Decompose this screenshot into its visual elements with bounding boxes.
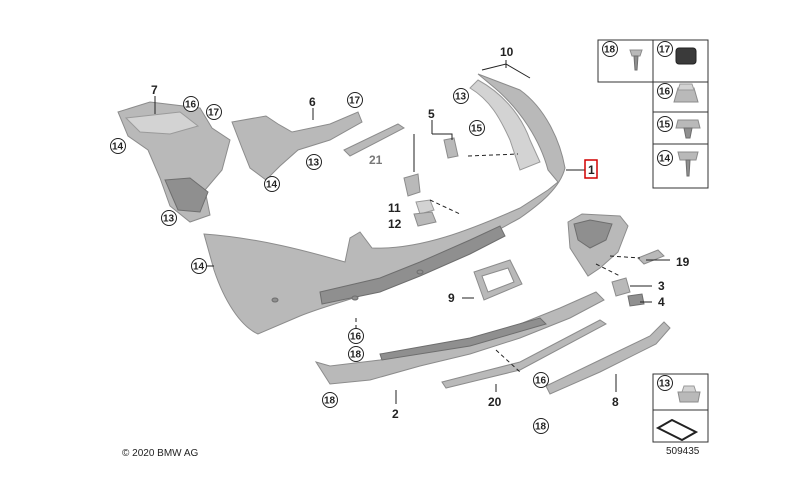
svg-text:13: 13 xyxy=(308,158,320,169)
callout-18a: 18 xyxy=(348,346,364,362)
svg-text:17: 17 xyxy=(349,96,361,107)
callout-16b: 16 xyxy=(348,328,364,344)
legend-18: 18 xyxy=(602,41,618,57)
callout-13b: 13 xyxy=(161,210,177,226)
svg-text:13: 13 xyxy=(659,379,671,390)
svg-text:18: 18 xyxy=(604,45,616,56)
label-1: 1 xyxy=(588,163,595,177)
small-parts-right xyxy=(611,249,665,307)
label-6: 6 xyxy=(309,95,316,109)
copyright-text: © 2020 BMW AG xyxy=(122,448,199,459)
svg-text:16: 16 xyxy=(350,332,362,343)
lower-trim xyxy=(314,291,605,385)
nut-13-icon xyxy=(677,385,701,403)
svg-text:14: 14 xyxy=(112,142,124,153)
strip-part: 21 xyxy=(343,123,405,167)
label-12: 12 xyxy=(388,217,402,231)
clip-16-icon xyxy=(673,83,699,103)
lower-strip xyxy=(441,319,607,389)
svg-text:14: 14 xyxy=(193,262,205,273)
callout-18b: 18 xyxy=(322,392,338,408)
label-11: 11 xyxy=(388,201,401,215)
label-9: 9 xyxy=(448,291,455,305)
label-2: 2 xyxy=(392,407,399,421)
fastener-legend: 18 17 16 15 14 13 xyxy=(597,39,709,443)
svg-text:13: 13 xyxy=(455,92,467,103)
legend-16: 16 xyxy=(657,83,673,99)
svg-text:21: 21 xyxy=(369,153,383,167)
side-bracket xyxy=(231,111,363,181)
callout-16a: 16 xyxy=(183,96,199,112)
screw-18-icon xyxy=(629,49,643,71)
svg-text:17: 17 xyxy=(659,45,671,56)
number-labels: 10 7 6 5 11 12 19 3 4 9 2 20 8 xyxy=(151,45,690,421)
legend-13: 13 xyxy=(657,375,673,391)
svg-text:17: 17 xyxy=(208,108,220,119)
legend-14: 14 xyxy=(657,150,673,166)
svg-text:16: 16 xyxy=(659,87,671,98)
clip-parts xyxy=(403,137,459,227)
label-4: 4 xyxy=(658,295,665,309)
callout-14a: 14 xyxy=(110,138,126,154)
left-bracket xyxy=(117,101,231,223)
label-7: 7 xyxy=(151,83,158,97)
svg-text:15: 15 xyxy=(471,124,483,135)
svg-text:16: 16 xyxy=(535,376,547,387)
svg-text:18: 18 xyxy=(324,396,336,407)
callout-14b: 14 xyxy=(264,176,280,192)
svg-text:14: 14 xyxy=(266,180,278,191)
label-19: 19 xyxy=(676,255,690,269)
grommet-17-icon xyxy=(675,47,697,65)
screw-14-icon xyxy=(677,151,699,177)
label-10: 10 xyxy=(500,45,514,59)
diffuser xyxy=(567,213,629,277)
rear-bumper-cover xyxy=(203,73,566,335)
callout-17b: 17 xyxy=(347,92,363,108)
label-3: 3 xyxy=(658,279,665,293)
angle-symbol-icon xyxy=(655,418,699,442)
plate-mount xyxy=(473,259,523,301)
callout-16c: 16 xyxy=(533,372,549,388)
svg-text:18: 18 xyxy=(535,422,547,433)
legend-17: 17 xyxy=(657,41,673,57)
callout-14c: 14 xyxy=(191,258,207,274)
label-20: 20 xyxy=(488,395,502,409)
label-1-box: 1 xyxy=(584,159,598,179)
circled-callouts: 13 15 16 17 14 13 17 13 14 14 16 18 18 1… xyxy=(110,88,549,434)
svg-text:15: 15 xyxy=(659,120,671,131)
callout-15a: 15 xyxy=(469,120,485,136)
label-5: 5 xyxy=(428,107,435,121)
svg-text:18: 18 xyxy=(350,350,362,361)
label-8: 8 xyxy=(612,395,619,409)
callout-13a: 13 xyxy=(453,88,469,104)
nut-15-icon xyxy=(675,119,701,139)
svg-text:13: 13 xyxy=(163,214,175,225)
callout-13c: 13 xyxy=(306,154,322,170)
callout-18c: 18 xyxy=(533,418,549,434)
diagram-reference-number: 509435 xyxy=(666,446,700,457)
svg-text:14: 14 xyxy=(659,154,671,165)
svg-text:16: 16 xyxy=(185,100,197,111)
legend-15: 15 xyxy=(657,116,673,132)
carrier-strip xyxy=(545,321,671,395)
callout-17a: 17 xyxy=(206,104,222,120)
